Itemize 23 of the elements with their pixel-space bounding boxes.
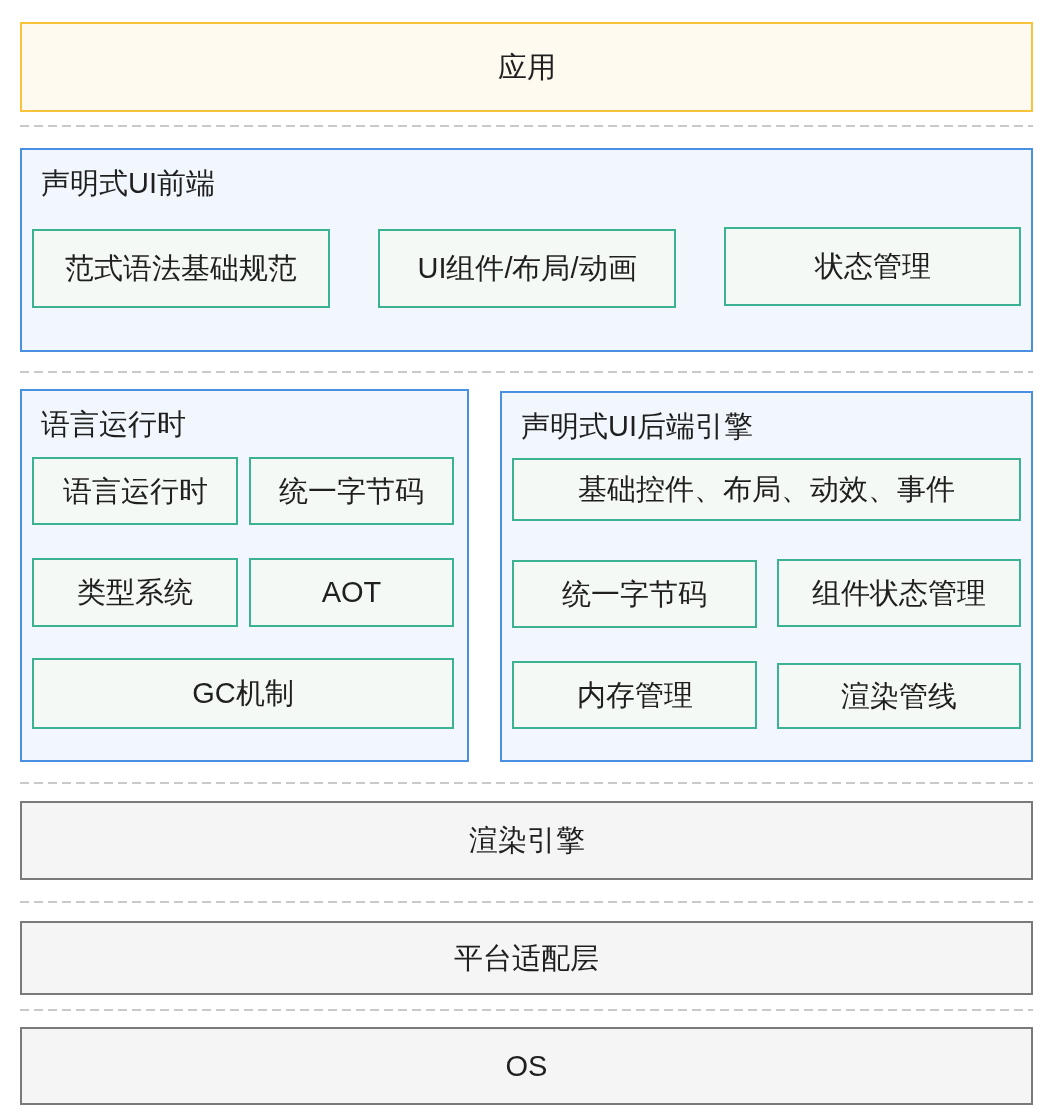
layer-panel	[500, 391, 1033, 762]
layer-panel	[20, 389, 469, 762]
panel-title: 声明式UI前端	[41, 166, 215, 201]
layer-box: 平台适配层	[20, 921, 1033, 995]
module-box: 内存管理	[512, 661, 757, 729]
module-box: 组件状态管理	[777, 559, 1021, 627]
module-box: 类型系统	[32, 558, 238, 627]
layer-box: 渲染引擎	[20, 801, 1033, 880]
module-box: UI组件/布局/动画	[378, 229, 676, 308]
module-box: 基础控件、布局、动效、事件	[512, 458, 1021, 521]
layer-box: OS	[20, 1027, 1033, 1105]
module-box: 语言运行时	[32, 457, 238, 525]
layer-panel	[20, 148, 1033, 352]
module-box: 状态管理	[724, 227, 1021, 306]
module-box: AOT	[249, 558, 454, 627]
module-box: GC机制	[32, 658, 454, 729]
module-box: 渲染管线	[777, 663, 1021, 729]
layer-box: 应用	[20, 22, 1033, 112]
panel-title: 语言运行时	[41, 407, 186, 442]
module-box: 统一字节码	[249, 457, 454, 525]
module-box: 范式语法基础规范	[32, 229, 330, 308]
panel-title: 声明式UI后端引擎	[521, 409, 753, 444]
module-box: 统一字节码	[512, 560, 757, 628]
